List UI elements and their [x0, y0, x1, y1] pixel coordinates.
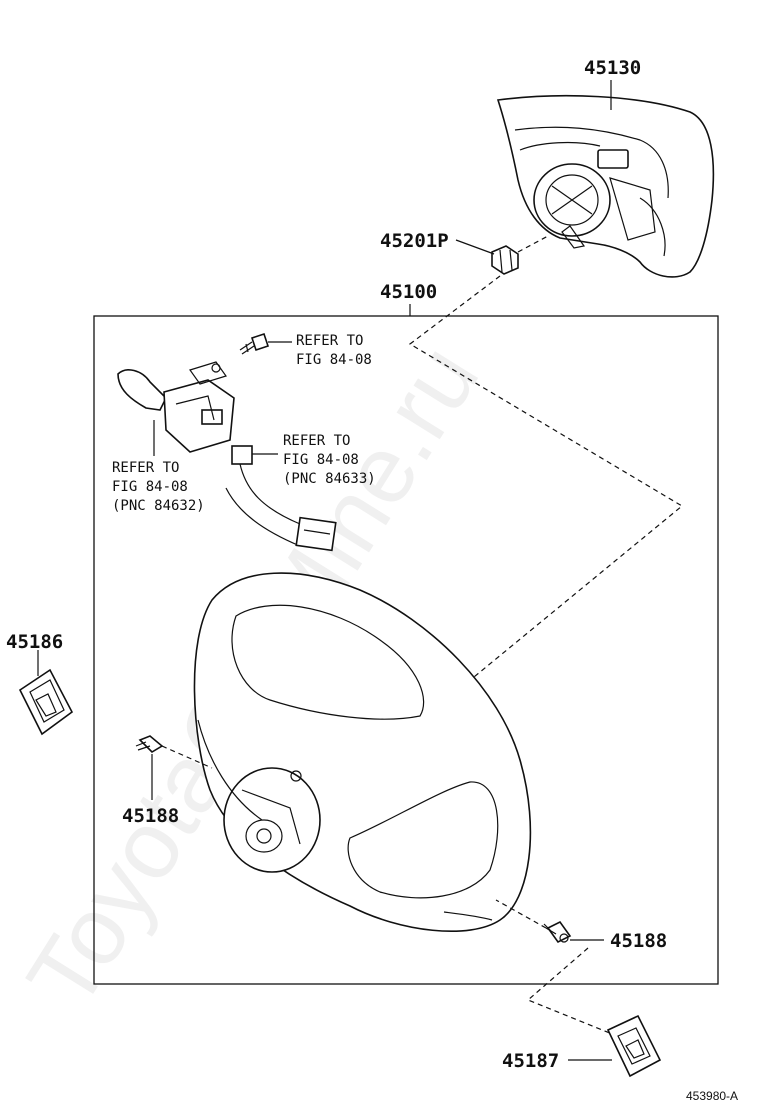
part-number-45130: 45130: [584, 57, 641, 79]
horn-pad-airbag: [496, 94, 715, 278]
right-screw-dashline: [495, 899, 547, 929]
refer-mid-line1: REFER TO: [283, 433, 350, 449]
refer-mid-line3: (PNC 84633): [283, 471, 376, 487]
refer-mid-line2: FIG 84-08: [283, 452, 359, 468]
steering-wheel: [193, 572, 532, 933]
nut-to-wheel-dashline: [408, 275, 684, 701]
nut-to-pad-dashline: [517, 235, 549, 253]
part-number-45201p: 45201P: [380, 230, 449, 252]
part-number-45100: 45100: [380, 281, 437, 303]
steering-nut: [491, 245, 519, 275]
figure-code: 453980-A: [686, 1089, 738, 1103]
screw-to-cover-dashline: [526, 947, 613, 1035]
cover-45187: [606, 1014, 662, 1078]
refer-left-line2: FIG 84-08: [112, 479, 188, 495]
part-number-45188-right: 45188: [610, 930, 667, 952]
assembly-frame: [93, 315, 719, 985]
wire-harness-connector: [225, 445, 337, 552]
left-screw-dashline: [161, 745, 213, 769]
emblem-45186: [18, 668, 74, 736]
screw-45188-right: [543, 920, 572, 944]
small-screw-top: [239, 332, 270, 355]
leader-45201p: [455, 239, 495, 255]
cruise-control-switch: [117, 361, 235, 453]
refer-top-line2: FIG 84-08: [296, 352, 372, 368]
part-number-45187: 45187: [502, 1050, 559, 1072]
refer-top-line1: REFER TO: [296, 333, 363, 349]
refer-left-line1: REFER TO: [112, 460, 179, 476]
part-number-45188-left: 45188: [122, 805, 179, 827]
part-number-45186: 45186: [6, 631, 63, 653]
refer-left-line3: (PNC 84632): [112, 498, 205, 514]
